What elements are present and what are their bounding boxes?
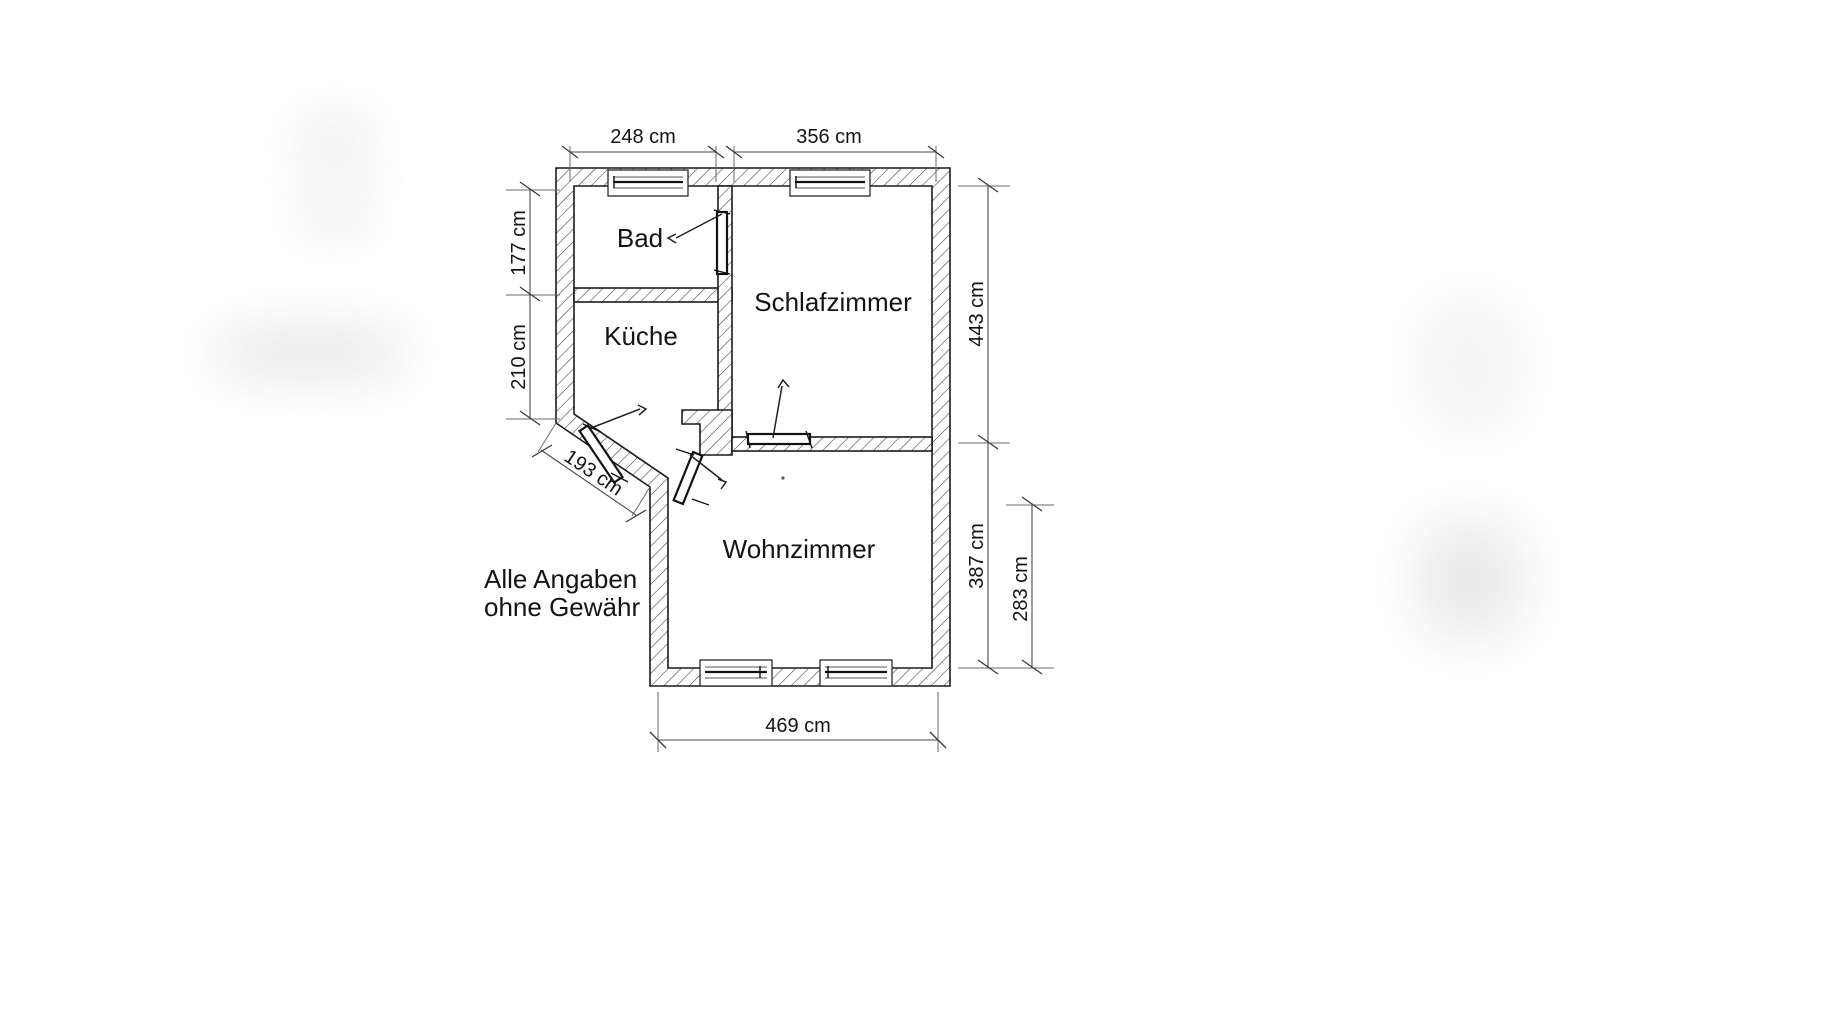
interior-wall-hall-stub <box>681 409 733 456</box>
dimension-top: 248 cm 356 cm <box>561 126 945 182</box>
dimension-right-outer: 443 cm 387 cm <box>958 177 1010 675</box>
disclaimer-line-2: ohne Gewähr <box>484 592 640 622</box>
scan-artifact-dot <box>781 476 785 480</box>
room-labels: Bad Küche Schlafzimmer Wohnzimmer <box>604 223 912 564</box>
window-wohnzimmer-south-right <box>819 659 893 687</box>
door-wohnzimmer <box>672 448 728 506</box>
dimension-left-upper-label: 177 cm <box>508 210 530 276</box>
dimension-right-middle-label: 387 cm <box>966 523 988 589</box>
wall-structure <box>555 167 951 687</box>
room-label-wohnzimmer: Wohnzimmer <box>723 534 876 564</box>
window-schlafzimmer-north <box>789 169 871 197</box>
disclaimer-note: Alle Angaben ohne Gewähr <box>484 564 640 622</box>
bevel-wall-edge <box>573 413 669 479</box>
window-bad-north <box>607 169 689 197</box>
window-wohnzimmer-south-left <box>699 659 773 687</box>
dimension-right-inner-label: 283 cm <box>1010 556 1032 622</box>
interior-wall-bad-kueche <box>573 287 733 303</box>
room-label-kueche: Küche <box>604 321 678 351</box>
room-label-schlafzimmer: Schlafzimmer <box>754 287 912 317</box>
door-bad <box>666 209 731 276</box>
doors-group <box>577 209 813 506</box>
door-kueche <box>577 404 648 485</box>
dimension-top-left-label: 248 cm <box>610 126 676 148</box>
door-schlafzimmer <box>745 378 813 449</box>
dimension-top-right-label: 356 cm <box>796 126 862 148</box>
room-label-bad: Bad <box>617 223 663 253</box>
disclaimer-line-1: Alle Angaben <box>484 564 637 594</box>
dimension-bottom-label: 469 cm <box>765 715 831 737</box>
dimension-left-lower-label: 210 cm <box>508 324 530 390</box>
windows-group <box>607 169 893 687</box>
dimension-left: 177 cm 210 cm <box>506 181 560 426</box>
dimension-bottom: 469 cm <box>649 692 947 752</box>
dimension-right-upper-label: 443 cm <box>966 281 988 347</box>
dimension-right-inner: 283 cm <box>1006 496 1054 675</box>
